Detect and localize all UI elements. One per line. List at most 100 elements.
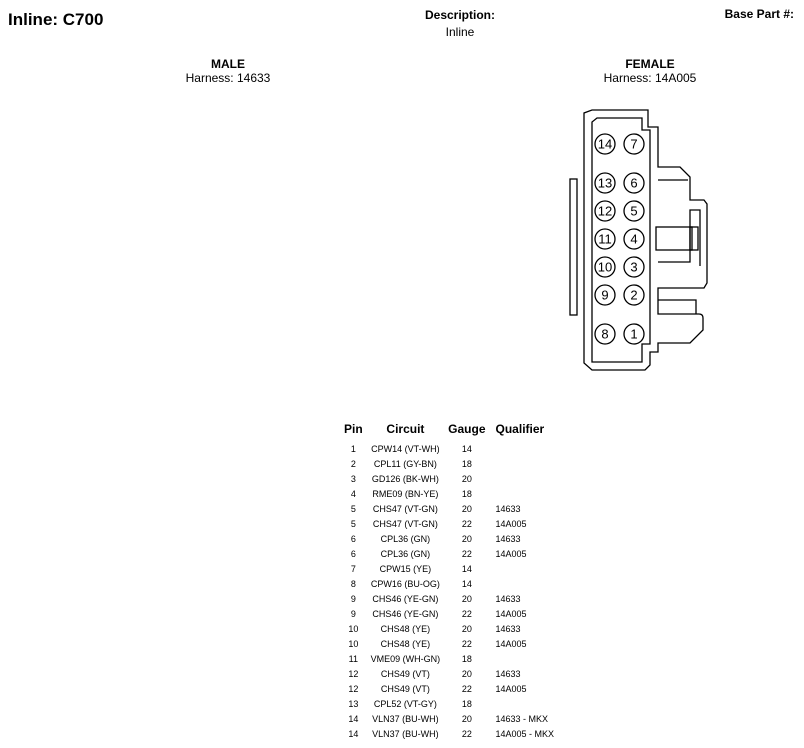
pin-number-label: 9 [601, 288, 608, 303]
connector-pin: 12 [594, 200, 616, 222]
qualifier-cell: 14A005 [495, 548, 527, 559]
gauge-cell: 14 [461, 443, 472, 454]
pin-circle [623, 256, 645, 278]
qualifier-cell: 14A005 [495, 608, 527, 619]
pin-cell: 13 [348, 698, 359, 709]
connector-pin: 13 [594, 172, 616, 194]
pin-cell: 5 [350, 503, 356, 514]
qualifier-cell [490, 561, 559, 576]
qualifier-cell [490, 486, 559, 501]
pin-circle [594, 228, 616, 250]
pin-table-header: Pin Circuit Gauge Qualifier [340, 421, 558, 441]
connector-pin: 7 [623, 133, 645, 155]
gauge-cell: 20 [461, 593, 472, 604]
qualifier-cell [490, 456, 559, 471]
gauge-cell: 20 [461, 533, 472, 544]
pin-number-label: 7 [630, 137, 637, 152]
base-part-label: Base Part #: [724, 7, 794, 21]
gauge-cell: 20 [461, 503, 472, 514]
pin-number-label: 3 [630, 260, 637, 275]
pin-circle [623, 133, 645, 155]
gauge-cell: 14 [461, 563, 472, 574]
connector-title: Inline: C700 [8, 10, 104, 29]
table-row: 5 CHS47 (VT-GN) 20 14633 [340, 501, 558, 516]
connector-pin: 3 [623, 256, 645, 278]
qualifier-cell: 14633 [495, 533, 521, 544]
qualifier-cell [490, 651, 559, 666]
gauge-cell: 22 [461, 518, 472, 529]
circuit-cell: CHS49 (VT) [380, 683, 430, 694]
gauge-cell: 20 [461, 668, 472, 679]
pin-circle [623, 200, 645, 222]
table-row: 13 CPL52 (VT-GY) 18 [340, 696, 558, 711]
qualifier-cell: 14633 [495, 503, 521, 514]
circuit-cell: VLN37 (BU-WH) [372, 728, 439, 739]
female-gender-label: FEMALE [625, 57, 675, 71]
qualifier-cell: 14A005 [495, 638, 527, 649]
pin-circle [594, 200, 616, 222]
qualifier-cell [490, 471, 559, 486]
circuit-cell: CPL36 (GN) [380, 533, 431, 544]
pin-column-header: Pin [344, 422, 363, 436]
pin-circle [594, 172, 616, 194]
qualifier-cell: 14633 - MKX [495, 713, 549, 724]
pin-number-label: 11 [598, 232, 612, 247]
pin-cell: 14 [348, 713, 359, 724]
connector-pin: 4 [623, 228, 645, 250]
gauge-cell: 18 [461, 698, 472, 709]
gauge-cell: 18 [461, 458, 472, 469]
gauge-cell: 20 [461, 713, 472, 724]
connector-pin: 2 [623, 284, 645, 306]
connector-pin: 14 [594, 133, 616, 155]
pin-cell: 10 [348, 623, 359, 634]
qualifier-cell: 14A005 [495, 518, 527, 529]
pin-cell: 2 [350, 458, 356, 469]
circuit-cell: CPL52 (VT-GY) [373, 698, 437, 709]
connector-housing [569, 109, 708, 371]
circuit-cell: CHS49 (VT) [380, 668, 430, 679]
circuit-cell: CHS47 (VT-GN) [372, 518, 438, 529]
gauge-cell: 18 [461, 488, 472, 499]
pin-cell: 6 [350, 548, 356, 559]
pin-number-label: 10 [598, 260, 612, 275]
qualifier-cell: 14633 [495, 623, 521, 634]
pin-number-label: 14 [598, 137, 612, 152]
circuit-cell: VME09 (WH-GN) [370, 653, 441, 664]
circuit-column-header: Circuit [386, 422, 425, 436]
pin-cell: 3 [350, 473, 356, 484]
pin-cell: 11 [348, 653, 358, 664]
circuit-cell: CHS47 (VT-GN) [372, 503, 438, 514]
circuit-cell: CHS46 (YE-GN) [372, 593, 439, 604]
qualifier-cell [490, 576, 559, 591]
description-block: Description: Inline [380, 7, 540, 41]
pin-number-label: 2 [630, 288, 637, 303]
pin-cell: 7 [350, 563, 356, 574]
description-label: Description: [424, 8, 495, 22]
gauge-cell: 20 [461, 473, 472, 484]
pin-cell: 10 [348, 638, 359, 649]
gauge-cell: 22 [461, 683, 472, 694]
gauge-cell: 20 [461, 623, 472, 634]
qualifier-cell [490, 441, 559, 456]
pin-number-label: 8 [601, 327, 608, 342]
pin-circle [594, 323, 616, 345]
pin-number-label: 12 [598, 204, 612, 219]
qualifier-column-header: Qualifier [495, 422, 545, 436]
qualifier-cell: 14633 [495, 668, 521, 679]
qualifier-cell: 14A005 [495, 683, 527, 694]
pin-number-label: 4 [630, 232, 637, 247]
